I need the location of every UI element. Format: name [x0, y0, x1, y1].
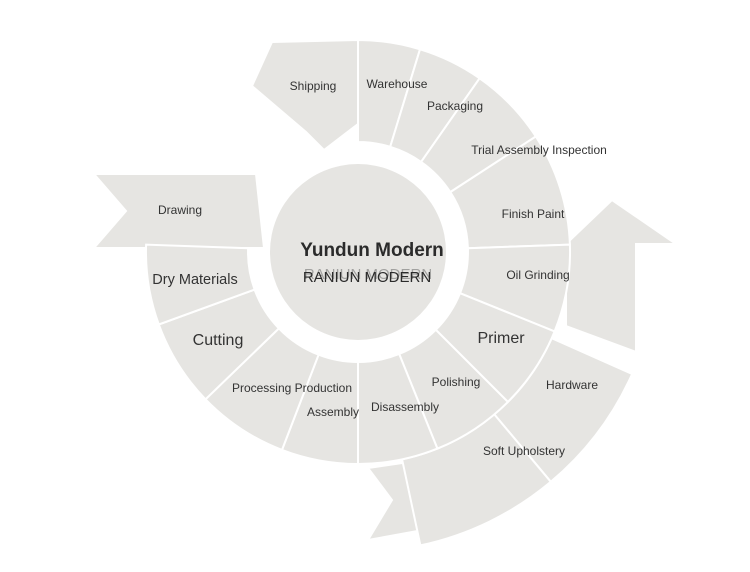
label-trial-assembly-inspection: Trial Assembly Inspection — [471, 143, 607, 157]
label-packaging: Packaging — [427, 99, 483, 113]
center-circle — [270, 164, 446, 340]
segment-dry-materials — [145, 243, 256, 326]
label-hardware: Hardware — [546, 378, 598, 392]
label-soft-upholstery: Soft Upholstery — [483, 444, 565, 458]
center-subtitle: RANIUN MODERN — [303, 269, 431, 286]
label-polishing: Polishing — [432, 375, 481, 389]
label-shipping: Shipping — [290, 79, 337, 93]
label-cutting: Cutting — [193, 332, 244, 349]
top-arrow-shape — [250, 38, 359, 152]
label-processing-production: Processing Production — [232, 381, 352, 395]
center-subtitle-ghost: RANIUN MODERN — [304, 266, 432, 283]
right-arrow-shape — [565, 198, 680, 354]
label-disassembly: Disassembly — [371, 400, 439, 414]
label-assembly: Assembly — [307, 405, 359, 419]
label-dry-materials: Dry Materials — [152, 272, 237, 288]
inner-ring — [145, 38, 571, 466]
center-title: Yundun Modern — [300, 240, 444, 261]
label-oil-grinding: Oil Grinding — [506, 268, 569, 282]
label-finish-paint: Finish Paint — [502, 207, 565, 221]
center-hub: Yundun Modern RANIUN MODERN RANIUN MODER… — [270, 164, 446, 340]
label-primer: Primer — [477, 330, 525, 347]
label-warehouse: Warehouse — [367, 77, 428, 91]
step-labels: Shipping Warehouse Packaging Trial Assem… — [152, 77, 607, 458]
label-drawing: Drawing — [158, 203, 202, 217]
